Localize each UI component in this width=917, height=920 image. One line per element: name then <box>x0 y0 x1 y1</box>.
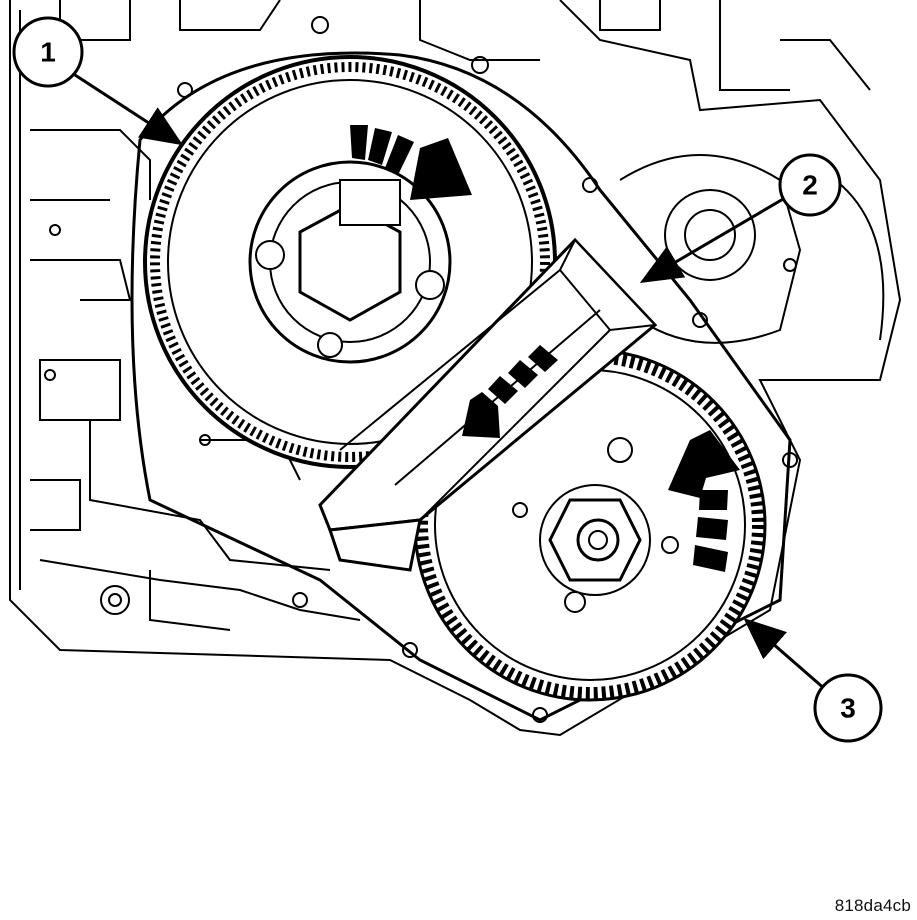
holding-tool <box>318 237 658 572</box>
callout-1: 1 <box>12 16 84 88</box>
rotation-arrow-lower-gear <box>668 430 740 572</box>
callout-3: 3 <box>813 673 883 743</box>
callout-2-label: 2 <box>802 170 818 201</box>
leader-2 <box>639 193 791 284</box>
callout-2: 2 <box>778 153 842 217</box>
callout-3-label: 3 <box>840 693 856 724</box>
gasket-outline <box>130 51 792 722</box>
figure-code: 818da4cb <box>834 896 911 915</box>
leader-1 <box>74 73 184 146</box>
engine-block <box>9 0 902 737</box>
rotation-arrow-tool <box>462 345 558 438</box>
callout-leaders <box>74 73 827 692</box>
callout-1-label: 1 <box>40 37 56 68</box>
rotation-arrow-upper-gear <box>350 125 472 200</box>
leader-3 <box>743 618 827 692</box>
